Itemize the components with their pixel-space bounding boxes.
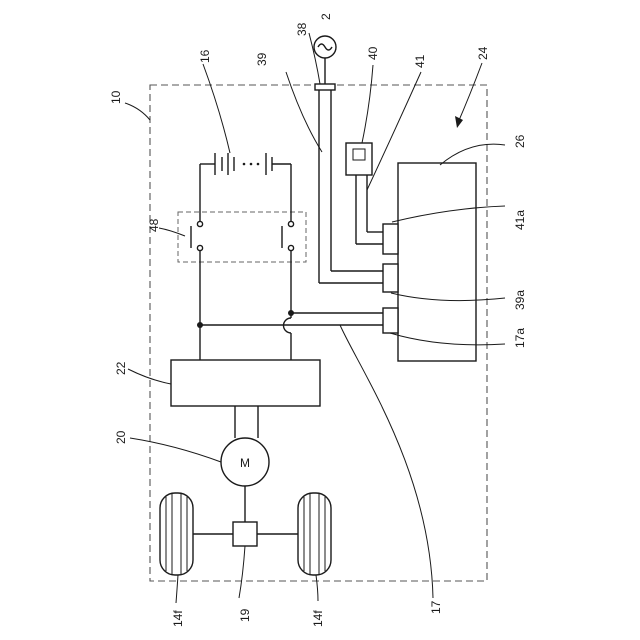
label-motor: 20 — [114, 430, 128, 444]
label-ac-source: 2 — [319, 13, 333, 20]
label-port-17a: 17a — [513, 328, 527, 348]
relay-unit-boundary — [178, 212, 306, 262]
label-battery: 16 — [198, 49, 212, 63]
label-line-41: 41 — [413, 54, 427, 68]
axle-unit-box — [233, 522, 257, 546]
label-wheel-right: 14f — [311, 610, 325, 627]
label-cable-17: 17 — [429, 600, 443, 614]
plug-38 — [315, 84, 335, 90]
port-17a — [383, 308, 398, 333]
label-relay-unit: 48 — [147, 218, 161, 232]
wheel-left — [160, 493, 193, 575]
controller-box — [398, 163, 476, 361]
outlet-40 — [346, 143, 372, 175]
label-outlet: 40 — [366, 46, 380, 60]
relay-switch-right — [282, 221, 294, 250]
relay-switch-left — [191, 221, 203, 250]
label-controller: 26 — [513, 134, 527, 148]
label-charger: 24 — [476, 46, 490, 60]
port-41a — [383, 224, 398, 254]
label-plug: 38 — [295, 22, 309, 36]
battery-symbol — [200, 153, 291, 175]
label-port-39a: 39a — [513, 290, 527, 310]
charger-arrow — [455, 63, 482, 128]
label-line-39: 39 — [255, 52, 269, 66]
label-port-41a: 41a — [513, 210, 527, 230]
label-wheel-left: 14f — [171, 610, 185, 627]
port-39a — [383, 264, 398, 292]
motor-symbol: M — [240, 456, 250, 470]
wheel-right — [298, 493, 331, 575]
label-inverter: 22 — [114, 361, 128, 375]
inverter-box — [171, 360, 320, 406]
ac-wave-icon — [318, 44, 332, 50]
label-vehicle: 10 — [109, 90, 123, 104]
label-axle-unit: 19 — [238, 608, 252, 622]
